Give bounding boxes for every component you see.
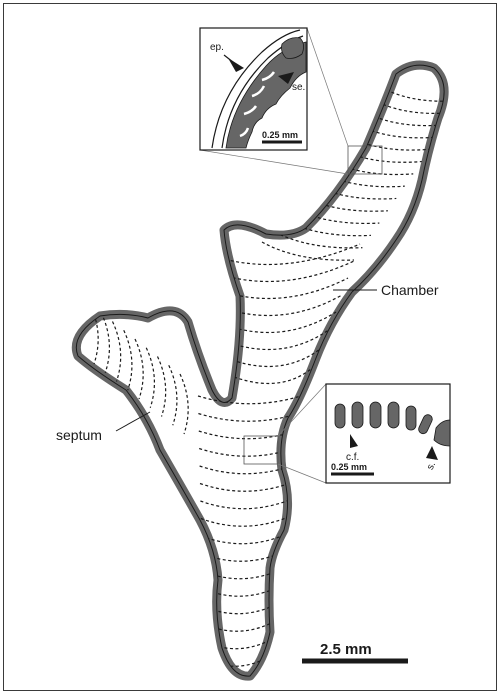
chamber-label: Chamber xyxy=(381,282,439,298)
se-label: se. xyxy=(292,82,305,93)
connector-line xyxy=(307,28,348,146)
septum-label: septum xyxy=(56,427,102,443)
main-scale-label: 2.5 mm xyxy=(320,641,372,658)
inset-top-scale-label: 0.25 mm xyxy=(262,130,298,140)
ep-label: ep. xyxy=(210,42,224,53)
inset-bottom-scale-label: 0.25 mm xyxy=(331,462,367,472)
connector-line xyxy=(200,150,348,174)
specimen-outline xyxy=(76,65,444,676)
